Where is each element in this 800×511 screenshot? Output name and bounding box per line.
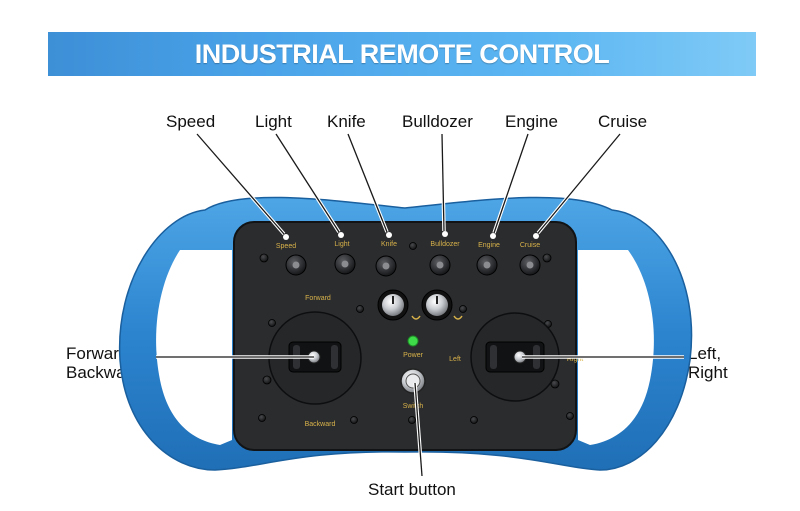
rotation-arrow-icon <box>411 315 421 320</box>
callout-left-right-line2: Right <box>688 363 728 382</box>
callout-forward-backward-line1: Forward, <box>66 344 134 363</box>
panel-label-bulldozer: Bulldozer <box>430 241 460 248</box>
callout-cruise: Cruise <box>598 112 648 131</box>
panel-label-speed: Speed <box>276 243 296 250</box>
toggle-switch-bulldozer[interactable] <box>429 254 451 276</box>
callout-left-right-line1: Left, <box>688 344 722 363</box>
rotary-knob-right[interactable] <box>421 289 453 321</box>
panel-label-right: Right <box>567 356 583 363</box>
left-handle-opening <box>156 250 232 445</box>
panel-screws <box>258 242 574 424</box>
panel-label-light: Light <box>334 241 349 248</box>
panel-label-engine: Engine <box>478 242 500 249</box>
callout-knife: Knife <box>327 112 366 131</box>
toggle-switch-speed[interactable] <box>285 254 307 276</box>
toggle-switch-knife[interactable] <box>375 255 397 277</box>
callout-bulldozer: Bulldozer <box>402 112 473 131</box>
right-handle-opening <box>578 250 654 445</box>
toggle-switch-light[interactable] <box>334 253 356 275</box>
title-banner: INDUSTRIAL REMOTE CONTROL <box>48 32 756 76</box>
panel-label-switch: Switch <box>403 403 424 410</box>
panel-label-forward: Forward <box>305 295 331 302</box>
toggle-switch-engine[interactable] <box>476 254 498 276</box>
callout-speed: Speed <box>166 112 216 131</box>
toggle-switch-cruise[interactable] <box>519 254 541 276</box>
toggle-switch-row <box>285 253 541 277</box>
callout-leader-lines <box>156 133 684 477</box>
callout-light: Light <box>255 112 292 131</box>
panel-label-left: Left <box>449 356 461 363</box>
page-title: INDUSTRIAL REMOTE CONTROL <box>194 39 610 69</box>
callout-engine: Engine <box>505 112 558 131</box>
panel-label-backward: Backward <box>305 421 336 428</box>
panel-label-power: Power <box>403 352 424 359</box>
panel-label-cruise: Cruise <box>520 242 540 249</box>
indicator-leds <box>283 231 539 240</box>
rotary-knob-left[interactable] <box>377 289 409 321</box>
power-led <box>407 335 419 347</box>
right-joystick[interactable] <box>470 312 560 402</box>
callout-start-button: Start button <box>368 480 456 499</box>
rotation-arrow-icon <box>453 315 463 320</box>
start-button[interactable] <box>400 368 426 394</box>
panel-label-knife: Knife <box>381 241 397 248</box>
